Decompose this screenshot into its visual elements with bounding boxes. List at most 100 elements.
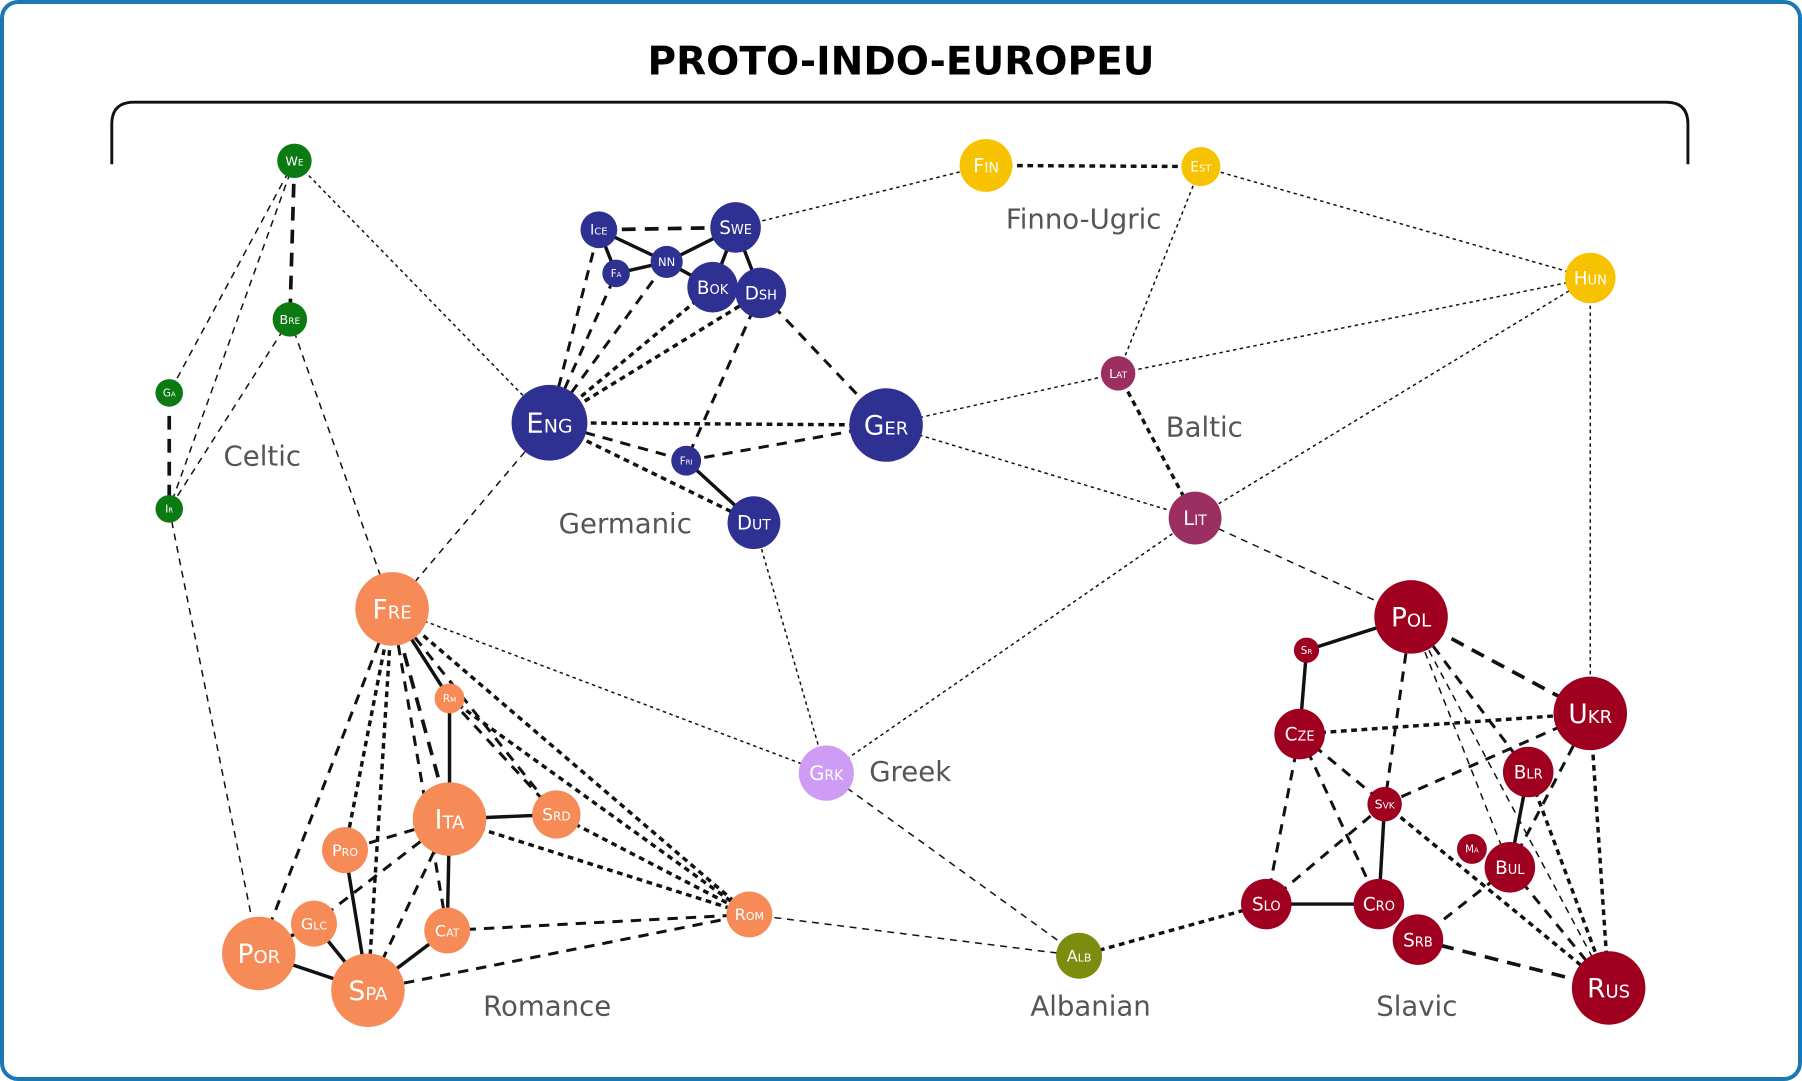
node-circle bbox=[1457, 834, 1487, 864]
node-lit[interactable]: Lit bbox=[1168, 491, 1222, 545]
node-cat[interactable]: Cat bbox=[424, 907, 471, 954]
node-label: Por bbox=[238, 939, 281, 970]
node-ger[interactable]: Ger bbox=[849, 388, 923, 462]
node-label: Swe bbox=[719, 218, 752, 239]
node-circle bbox=[1056, 932, 1103, 979]
node-srb[interactable]: Srb bbox=[1392, 914, 1444, 965]
edge-fre-grk bbox=[391, 608, 827, 774]
node-circle bbox=[1293, 637, 1320, 663]
node-label: Lit bbox=[1183, 507, 1207, 530]
node-circle bbox=[687, 261, 738, 313]
node-fin[interactable]: Fin bbox=[959, 139, 1013, 192]
node-circle bbox=[331, 953, 405, 1028]
node-alb[interactable]: Alb bbox=[1056, 932, 1103, 979]
edge-rom-alb bbox=[749, 913, 1080, 957]
node-label: Rom bbox=[735, 905, 764, 924]
node-srd[interactable]: Srd bbox=[532, 790, 581, 839]
edge-est-lat bbox=[1117, 166, 1202, 374]
node-pol[interactable]: Pol bbox=[1374, 580, 1448, 654]
node-slo[interactable]: Slo bbox=[1241, 878, 1292, 930]
edge-lat-lit bbox=[1116, 372, 1197, 519]
node-blr[interactable]: Blr bbox=[1502, 746, 1554, 798]
node-label: Cro bbox=[1363, 895, 1395, 916]
node-fre[interactable]: Fre bbox=[355, 572, 429, 646]
node-ita[interactable]: Ita bbox=[412, 782, 487, 856]
node-rus[interactable]: Rus bbox=[1571, 951, 1646, 1025]
node-circle bbox=[272, 302, 308, 337]
edge-bre-fre bbox=[289, 319, 393, 610]
group-label-celtic: Celtic bbox=[224, 439, 301, 472]
node-label: Rm bbox=[443, 693, 456, 705]
node-label: Fa bbox=[611, 268, 622, 280]
node-cro[interactable]: Cro bbox=[1353, 878, 1405, 930]
edge-lit-hun bbox=[1194, 277, 1591, 519]
node-label: Cat bbox=[435, 921, 460, 940]
node-label: Fri bbox=[680, 455, 693, 467]
node-circle bbox=[1484, 842, 1536, 893]
node-bok[interactable]: Bok bbox=[687, 261, 738, 313]
node-glc[interactable]: Glc bbox=[290, 900, 337, 947]
diagram-title: PROTO-INDO-EUROPEU bbox=[647, 40, 1154, 85]
node-circle bbox=[355, 572, 429, 646]
node-ukr[interactable]: Ukr bbox=[1553, 676, 1628, 751]
edge-grk-alb bbox=[825, 772, 1080, 957]
node-label: Spa bbox=[349, 976, 388, 1007]
node-bre[interactable]: Bre bbox=[272, 302, 308, 337]
node-nn[interactable]: NN bbox=[650, 245, 683, 279]
node-fri[interactable]: Fri bbox=[671, 445, 702, 476]
node-dsh[interactable]: Dsh bbox=[735, 267, 787, 319]
node-circle bbox=[412, 782, 487, 856]
edge-rm-rom bbox=[448, 697, 751, 916]
node-circle bbox=[580, 211, 618, 249]
node-label: Slo bbox=[1252, 895, 1281, 916]
node-label: Alb bbox=[1067, 947, 1092, 966]
node-rom[interactable]: Rom bbox=[726, 891, 773, 938]
node-grk[interactable]: Grk bbox=[798, 745, 854, 801]
node-we[interactable]: We bbox=[277, 143, 312, 179]
node-circle bbox=[1100, 356, 1136, 391]
node-por[interactable]: Por bbox=[222, 916, 296, 991]
edge-srd-rom bbox=[555, 812, 751, 916]
node-label: Bre bbox=[280, 312, 301, 327]
node-ice[interactable]: Ice bbox=[580, 211, 618, 249]
edge-ir-por bbox=[168, 508, 260, 954]
node-dut[interactable]: Dut bbox=[727, 496, 781, 550]
group-label-finno_ugric: Finno-Ugric bbox=[1006, 203, 1162, 236]
edge-pol-bul bbox=[1410, 616, 1511, 868]
node-circle bbox=[1553, 676, 1628, 751]
node-spa[interactable]: Spa bbox=[331, 953, 405, 1028]
node-circle bbox=[511, 384, 588, 461]
node-label: Pol bbox=[1391, 602, 1431, 633]
edge-bre-ir bbox=[168, 318, 291, 510]
node-sr[interactable]: Sr bbox=[1293, 637, 1320, 663]
node-circle bbox=[322, 827, 368, 874]
node-cze[interactable]: Cze bbox=[1274, 708, 1325, 760]
edge-swe-fin bbox=[735, 164, 987, 229]
node-est[interactable]: Est bbox=[1181, 147, 1221, 187]
node-label: Ice bbox=[590, 223, 607, 239]
node-circle bbox=[1564, 252, 1616, 304]
node-rm[interactable]: Rm bbox=[434, 683, 465, 714]
node-circle bbox=[710, 202, 761, 253]
node-fa[interactable]: Fa bbox=[602, 259, 630, 288]
node-ir[interactable]: Ir bbox=[155, 495, 184, 523]
node-circle bbox=[277, 143, 312, 179]
node-pro[interactable]: Pro bbox=[322, 827, 368, 874]
node-ga[interactable]: Ga bbox=[155, 379, 184, 407]
edge-dut-grk bbox=[753, 522, 828, 774]
node-label: Ukr bbox=[1568, 699, 1612, 730]
node-ma[interactable]: Ma bbox=[1457, 834, 1487, 864]
edge-pol-rus bbox=[1410, 616, 1610, 989]
node-svk[interactable]: Svk bbox=[1367, 786, 1402, 822]
node-circle bbox=[1502, 746, 1554, 798]
node-label: Srb bbox=[1403, 930, 1433, 951]
node-swe[interactable]: Swe bbox=[710, 202, 761, 253]
node-circle bbox=[726, 891, 773, 938]
node-lat[interactable]: Lat bbox=[1100, 356, 1136, 391]
group-label-greek: Greek bbox=[869, 755, 951, 788]
edge-eng-ice bbox=[548, 229, 601, 424]
node-bul[interactable]: Bul bbox=[1484, 842, 1536, 893]
node-eng[interactable]: Eng bbox=[511, 384, 588, 461]
node-hun[interactable]: Hun bbox=[1564, 252, 1616, 304]
